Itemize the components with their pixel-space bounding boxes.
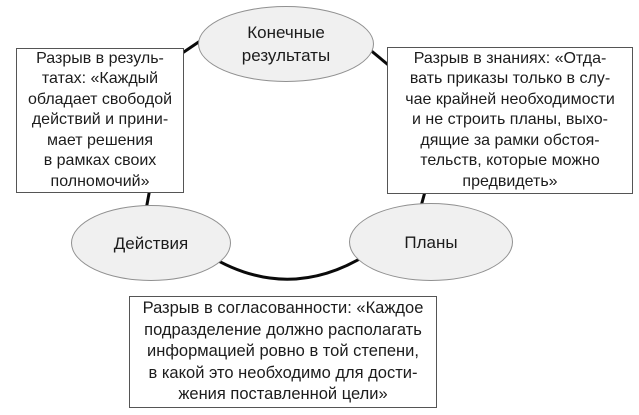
box-alignment-gap: Разрыв в согласованности: «Каждое подраз… (129, 296, 437, 408)
node-actions: Действия (71, 205, 231, 281)
box-results-gap-text: Разрыв в резуль- татах: «Каждый обладает… (27, 49, 173, 190)
box-alignment-gap-text: Разрыв в согласованности: «Каждое подраз… (142, 299, 424, 404)
node-plans-label: Планы (404, 232, 458, 252)
edge-actions-to-plans-arc (207, 252, 369, 281)
box-results-gap: Разрыв в резуль- татах: «Каждый обладает… (16, 48, 184, 193)
node-plans: Планы (349, 203, 513, 281)
node-final-results: Конечные результаты (198, 6, 374, 82)
box-knowledge-gap: Разрыв в знаниях: «Отда- вать приказы то… (387, 47, 633, 194)
node-final-results-label: Конечные результаты (241, 23, 331, 65)
box-knowledge-gap-text: Разрыв в знаниях: «Отда- вать приказы то… (405, 49, 615, 190)
node-actions-label: Действия (113, 233, 189, 253)
